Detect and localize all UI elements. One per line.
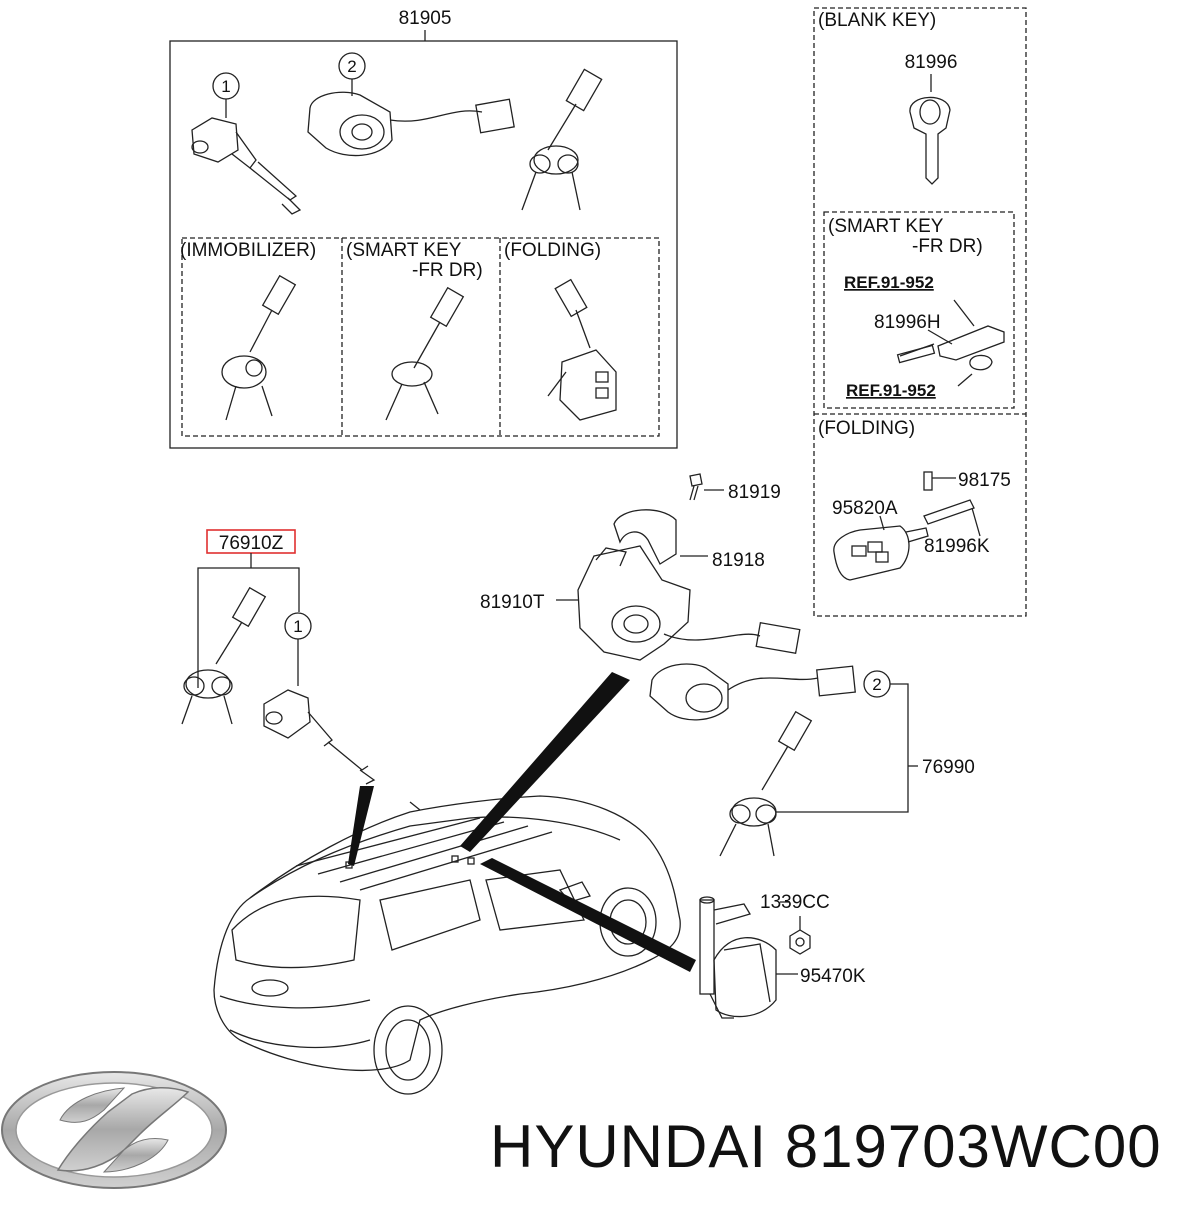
variant-smart-key-label-1: (SMART KEY — [346, 240, 462, 261]
smart-key-drawing — [896, 299, 1005, 387]
hyundai-logo-icon — [1, 1071, 227, 1189]
antenna-group — [699, 896, 811, 1019]
lock-body-drawing — [577, 545, 801, 661]
main-assembly: 81905 — [169, 8, 678, 449]
smart-key-fr-dr-key-drawing — [385, 286, 465, 421]
antenna-drawing — [699, 896, 777, 1019]
highlighted-part-label: 76910Z — [219, 533, 284, 554]
ignition-switch-lower-drawing — [649, 663, 856, 721]
lower-key-set-drawing — [181, 586, 267, 725]
blade-part-label: 81996K — [924, 536, 990, 557]
smart-key-title-1: (SMART KEY — [828, 216, 944, 237]
key-set-part-label: 76990 — [922, 757, 975, 778]
nut-part-label: 1339CC — [760, 892, 830, 913]
main-assembly-part-label: 81905 — [399, 8, 452, 29]
blank-key-part-label: 81996 — [905, 52, 958, 73]
door-lock-cylinder-drawing — [191, 117, 302, 215]
variant-smart-key-label-2: -FR DR) — [412, 260, 483, 281]
blank-key-title: (BLANK KEY) — [818, 10, 936, 31]
antenna-part-label: 95470K — [800, 966, 866, 987]
immobilizer-key-drawing — [221, 274, 297, 421]
vehicle-drawing — [213, 795, 681, 1095]
callout-2-text: 2 — [347, 57, 356, 76]
brand-part-number: HYUNDAI 819703WC00 — [490, 1113, 1162, 1180]
smart-key-subframe — [823, 211, 1015, 409]
pin-part-label: 98175 — [958, 470, 1011, 491]
lower-left-group — [181, 553, 376, 785]
housing-part-label: 81918 — [712, 550, 765, 571]
variant-frame — [181, 237, 660, 437]
callout-1-text: 1 — [221, 77, 230, 96]
folding-title: (FOLDING) — [818, 418, 915, 439]
nut-drawing — [789, 929, 811, 955]
variant-immobilizer-label: (IMMOBILIZER) — [180, 240, 316, 261]
smart-key-title-2: -FR DR) — [912, 236, 983, 257]
lock-body-part-label: 81910T — [480, 592, 545, 613]
ref-top-label: REF.91-952 — [844, 273, 934, 292]
key-set-drawing — [521, 68, 603, 211]
lower-callout-1-text: 1 — [293, 617, 302, 636]
lower-door-cylinder-drawing — [263, 689, 376, 785]
variant-folding-label: (FOLDING) — [504, 240, 601, 261]
right-panel-frame — [813, 7, 1027, 617]
main-assembly-frame — [169, 40, 678, 449]
housing-bracket-drawing — [613, 509, 677, 565]
ref-bottom-label: REF.91-952 — [846, 381, 936, 400]
smart-key-part-label: 81996H — [874, 312, 941, 333]
screw-drawing — [689, 473, 703, 501]
screw-part-label: 81919 — [728, 482, 781, 503]
ignition-lock-assembly — [556, 473, 918, 857]
ignition-switch-drawing — [307, 91, 515, 157]
lower-right-key-set-drawing — [719, 710, 813, 857]
blank-key-drawing — [909, 96, 951, 185]
leader-bands — [348, 672, 696, 972]
lower-callout-2-text: 2 — [872, 675, 881, 694]
folding-key-part-label: 95820A — [832, 498, 898, 519]
right-panel — [813, 7, 1027, 617]
folding-key-right-drawing — [833, 471, 981, 581]
folding-key-drawing — [547, 278, 617, 421]
